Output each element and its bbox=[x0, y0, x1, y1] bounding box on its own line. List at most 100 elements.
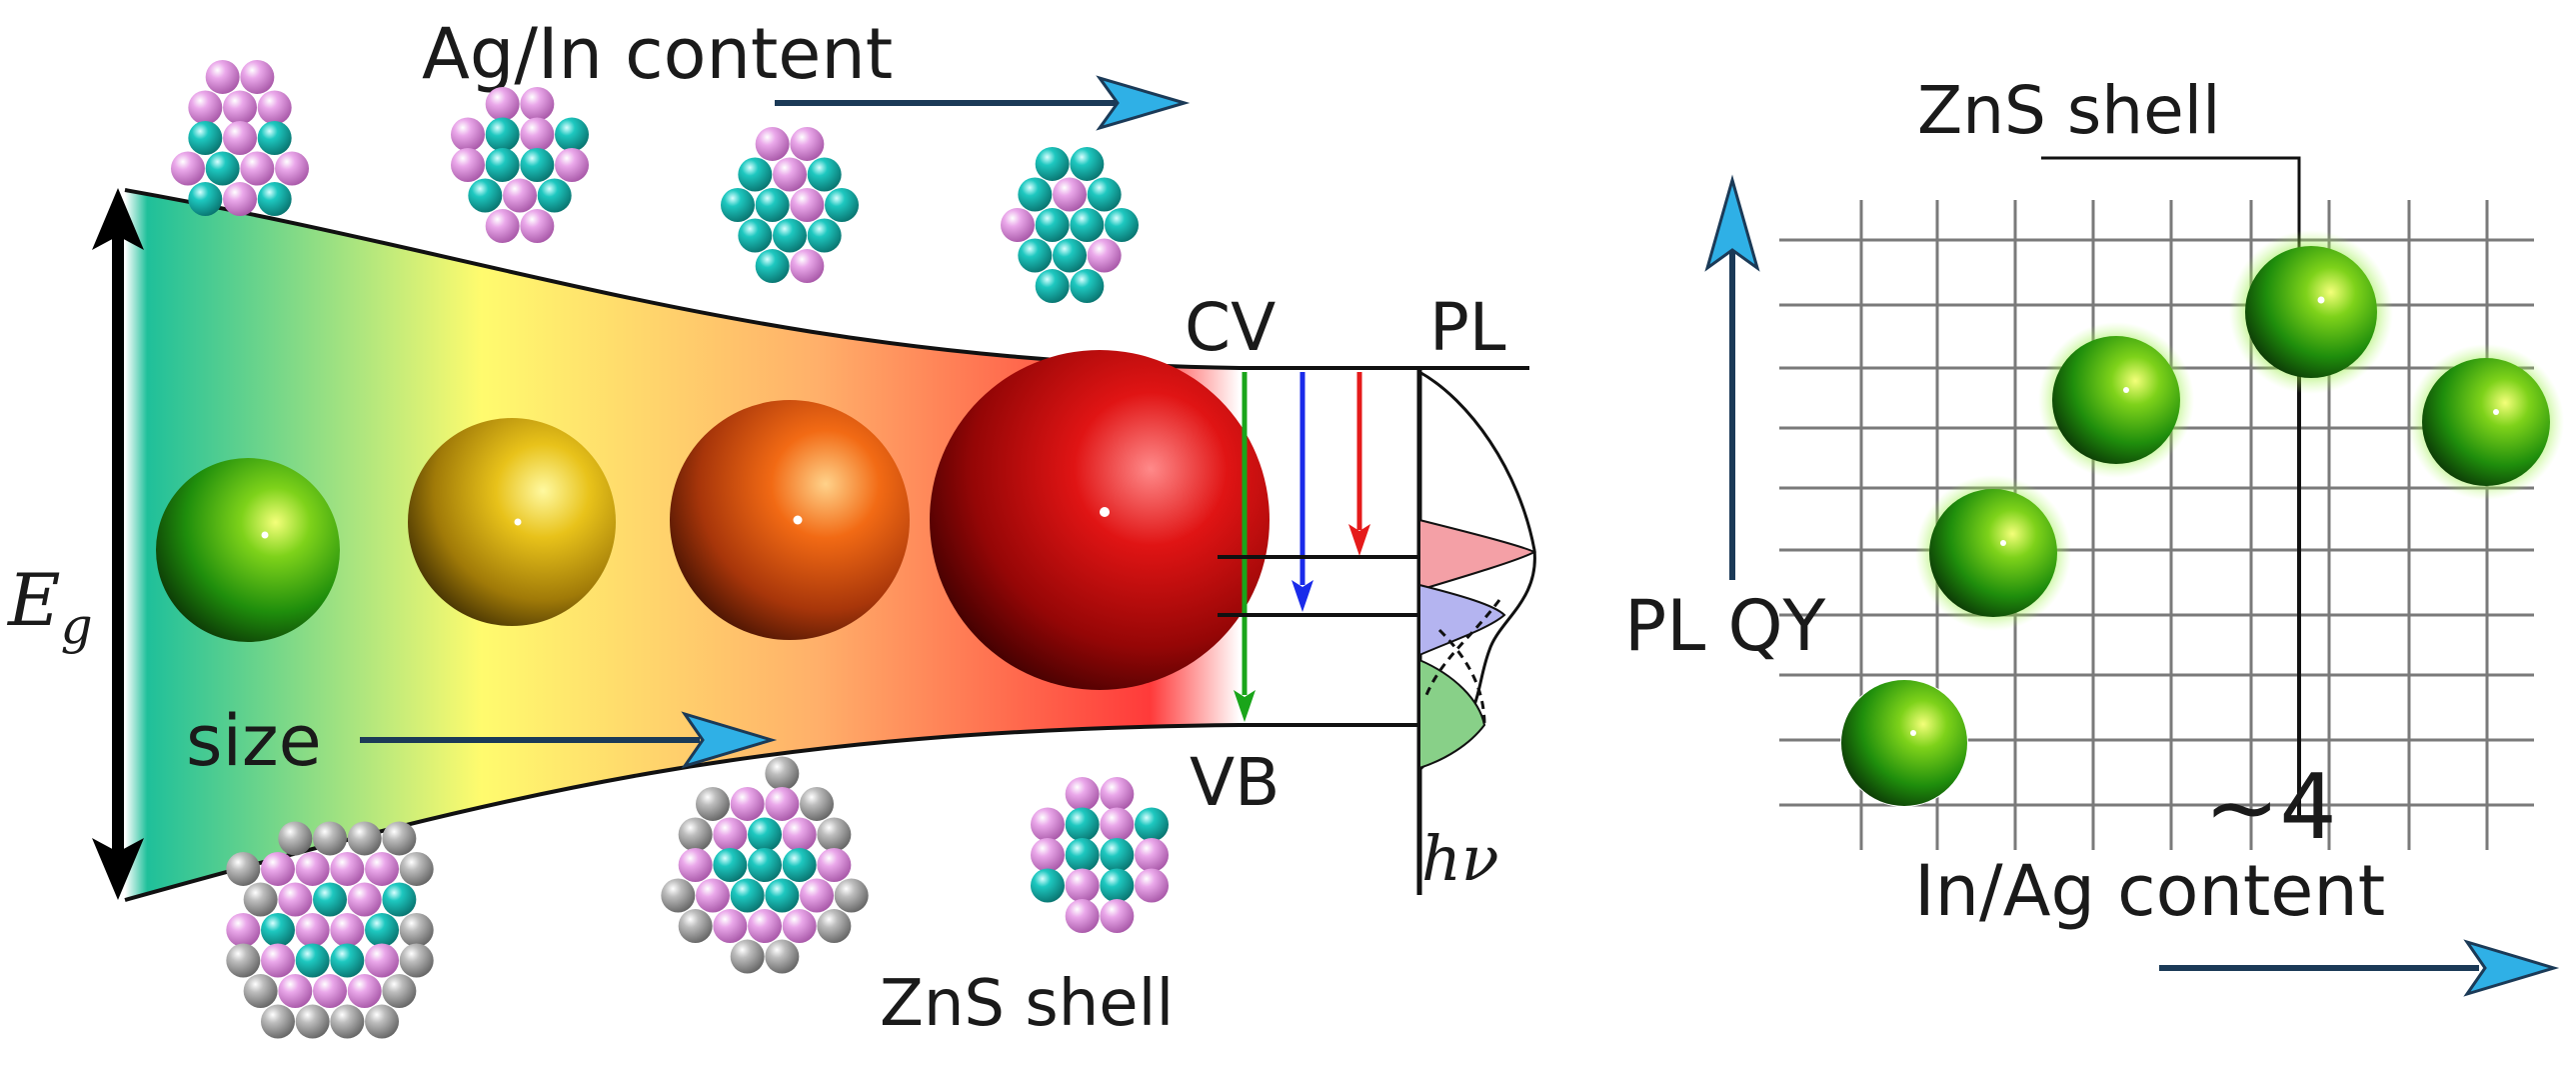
atom bbox=[825, 188, 860, 222]
atom bbox=[817, 909, 852, 944]
atom bbox=[782, 817, 817, 852]
atom bbox=[1018, 238, 1053, 273]
atom bbox=[295, 1004, 330, 1039]
atom bbox=[243, 974, 278, 1009]
atom bbox=[834, 878, 869, 913]
atom bbox=[730, 939, 765, 974]
atom bbox=[555, 148, 590, 182]
zns-shell-top-label: ZnS shell bbox=[1917, 72, 2220, 149]
atom bbox=[730, 878, 765, 913]
cluster-top-1 bbox=[170, 59, 310, 217]
atom bbox=[382, 821, 417, 856]
atom bbox=[817, 848, 852, 882]
atom bbox=[223, 182, 257, 217]
atom bbox=[1100, 807, 1135, 842]
atom bbox=[223, 121, 257, 155]
atom bbox=[748, 909, 782, 944]
atom bbox=[695, 878, 730, 913]
atom bbox=[313, 974, 347, 1009]
atom bbox=[450, 117, 485, 152]
atom bbox=[260, 851, 295, 886]
qy-point-3 bbox=[2038, 322, 2194, 478]
atom bbox=[773, 157, 807, 192]
qy-point-4 bbox=[2229, 230, 2393, 394]
atom bbox=[713, 817, 748, 852]
cv-label: CV bbox=[1185, 289, 1276, 366]
pl-dashed-curve-2 bbox=[1437, 628, 1486, 726]
atom bbox=[278, 974, 313, 1009]
atom bbox=[243, 882, 278, 917]
atom bbox=[765, 786, 800, 821]
atom bbox=[1065, 868, 1100, 903]
atom bbox=[468, 178, 503, 213]
qy-point-5 bbox=[2408, 344, 2564, 500]
atom bbox=[1065, 776, 1100, 811]
atom bbox=[520, 117, 555, 152]
atom bbox=[382, 974, 417, 1009]
atom bbox=[295, 913, 330, 947]
atom bbox=[330, 851, 365, 886]
atom bbox=[1100, 838, 1135, 872]
atom bbox=[226, 913, 261, 947]
atom bbox=[347, 974, 382, 1009]
atom bbox=[503, 178, 537, 213]
qy-point-2 bbox=[1915, 475, 2071, 631]
atom bbox=[485, 148, 520, 182]
atom bbox=[800, 786, 835, 821]
pl-qy-arrow bbox=[1704, 174, 1760, 580]
atom bbox=[226, 851, 261, 886]
atom bbox=[782, 909, 817, 944]
atom bbox=[1070, 269, 1105, 304]
atom bbox=[170, 151, 205, 186]
atom bbox=[365, 851, 400, 886]
atom bbox=[537, 178, 572, 213]
atom bbox=[1135, 868, 1170, 903]
pl-label: PL bbox=[1429, 289, 1506, 366]
atom bbox=[1135, 838, 1170, 872]
ag-in-content-label: Ag/In content bbox=[422, 13, 893, 95]
atom bbox=[1105, 208, 1140, 242]
atom bbox=[399, 943, 434, 978]
atom bbox=[240, 151, 275, 186]
atom bbox=[1100, 899, 1135, 934]
atom bbox=[800, 878, 835, 913]
atom bbox=[790, 188, 825, 222]
atom bbox=[765, 939, 800, 974]
atom bbox=[695, 786, 730, 821]
atom bbox=[226, 943, 261, 978]
atom bbox=[382, 882, 417, 917]
atom bbox=[713, 909, 748, 944]
atom bbox=[1053, 177, 1087, 212]
atom bbox=[520, 209, 555, 244]
cluster-top-4 bbox=[1000, 146, 1140, 304]
atom bbox=[1065, 899, 1100, 934]
atom bbox=[278, 821, 313, 856]
atom bbox=[399, 913, 434, 947]
atom bbox=[1035, 269, 1070, 304]
atom bbox=[257, 182, 292, 217]
atom bbox=[678, 848, 713, 882]
atom bbox=[1018, 177, 1053, 212]
atom bbox=[755, 188, 790, 222]
composition-clusters bbox=[170, 59, 1170, 1039]
atom bbox=[365, 943, 400, 978]
atom bbox=[765, 756, 800, 791]
atom bbox=[1030, 838, 1065, 872]
quantum-dot-red bbox=[930, 350, 1270, 690]
atom bbox=[257, 90, 292, 125]
atom bbox=[347, 882, 382, 917]
atom bbox=[450, 148, 485, 182]
pl-peak-red bbox=[1418, 518, 1537, 592]
transition-arrow-red bbox=[1348, 372, 1370, 556]
pl-peak-green bbox=[1418, 658, 1486, 770]
atom bbox=[295, 943, 330, 978]
atom bbox=[485, 117, 520, 152]
pl-qy-label: PL QY bbox=[1624, 585, 1826, 667]
atom bbox=[365, 1004, 400, 1039]
cluster-top-3 bbox=[720, 126, 860, 284]
atom bbox=[755, 126, 790, 161]
atom bbox=[1070, 146, 1105, 181]
atom bbox=[188, 121, 223, 155]
atom bbox=[678, 817, 713, 852]
